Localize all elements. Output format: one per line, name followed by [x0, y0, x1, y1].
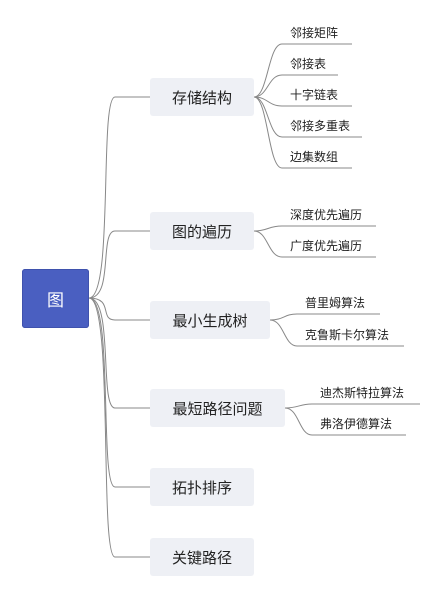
- branch-node-shortest-path[interactable]: 最短路径问题: [150, 389, 285, 427]
- branch-label: 关键路径: [171, 548, 232, 567]
- leaf-node[interactable]: 普里姆算法: [305, 296, 365, 311]
- leaf-node[interactable]: 边集数组: [290, 150, 338, 165]
- branch-leaf-connector: [253, 43, 352, 98]
- branch-node-critical-path[interactable]: 关键路径: [150, 538, 254, 576]
- leaf-label: 广度优先遍历: [290, 239, 363, 253]
- leaf-label: 邻接矩阵: [290, 26, 339, 40]
- branch-label: 拓扑排序: [171, 478, 232, 497]
- leaf-node[interactable]: 深度优先遍历: [290, 208, 362, 223]
- root-label: 图: [47, 291, 64, 311]
- branch-label: 图的遍历: [171, 222, 232, 241]
- branch-node-mst[interactable]: 最小生成树: [150, 301, 270, 339]
- branch-leaf-connector: [253, 96, 362, 138]
- branch-leaf-connector: [253, 225, 376, 232]
- root-branch-connector: [88, 297, 150, 488]
- leaf-node[interactable]: 十字链表: [290, 88, 338, 103]
- leaf-node[interactable]: 迪杰斯特拉算法: [320, 386, 404, 401]
- branch-label: 存储结构: [171, 88, 232, 107]
- branch-leaf-connector: [269, 313, 380, 321]
- leaf-label: 迪杰斯特拉算法: [320, 386, 405, 400]
- leaf-node[interactable]: 克鲁斯卡尔算法: [305, 328, 389, 343]
- leaf-label: 克鲁斯卡尔算法: [305, 328, 390, 342]
- branch-leaf-connector: [253, 96, 352, 169]
- leaf-label: 深度优先遍历: [290, 208, 363, 222]
- leaf-label: 边集数组: [290, 150, 339, 164]
- leaf-label: 邻接多重表: [290, 119, 351, 133]
- leaf-node[interactable]: 邻接矩阵: [290, 26, 338, 41]
- root-node[interactable]: 图: [22, 269, 89, 328]
- branch-leaf-connector: [253, 74, 338, 98]
- branch-node-topological-sort[interactable]: 拓扑排序: [150, 468, 254, 506]
- leaf-label: 邻接表: [290, 57, 327, 71]
- branch-leaf-connector: [284, 407, 406, 436]
- branch-leaf-connector: [253, 230, 376, 258]
- branch-leaf-connector: [269, 319, 404, 347]
- branch-leaf-connector: [253, 96, 352, 107]
- root-branch-connector: [88, 96, 150, 299]
- branch-leaf-connector: [284, 403, 420, 409]
- branch-label: 最短路径问题: [172, 399, 263, 418]
- root-branch-connector: [88, 297, 150, 558]
- branch-node-traversal[interactable]: 图的遍历: [150, 212, 254, 250]
- root-branch-connector: [88, 297, 150, 409]
- leaf-label: 普里姆算法: [305, 296, 366, 310]
- root-branch-connector: [88, 297, 150, 321]
- leaf-node[interactable]: 弗洛伊德算法: [320, 417, 392, 432]
- leaf-node[interactable]: 邻接多重表: [290, 119, 350, 134]
- leaf-label: 弗洛伊德算法: [320, 417, 393, 431]
- root-branch-connector: [88, 230, 150, 299]
- leaf-node[interactable]: 广度优先遍历: [290, 239, 362, 254]
- leaf-node[interactable]: 邻接表: [290, 57, 326, 72]
- leaf-label: 十字链表: [290, 88, 339, 102]
- branch-label: 最小生成树: [172, 311, 248, 330]
- branch-node-storage[interactable]: 存储结构: [150, 78, 254, 116]
